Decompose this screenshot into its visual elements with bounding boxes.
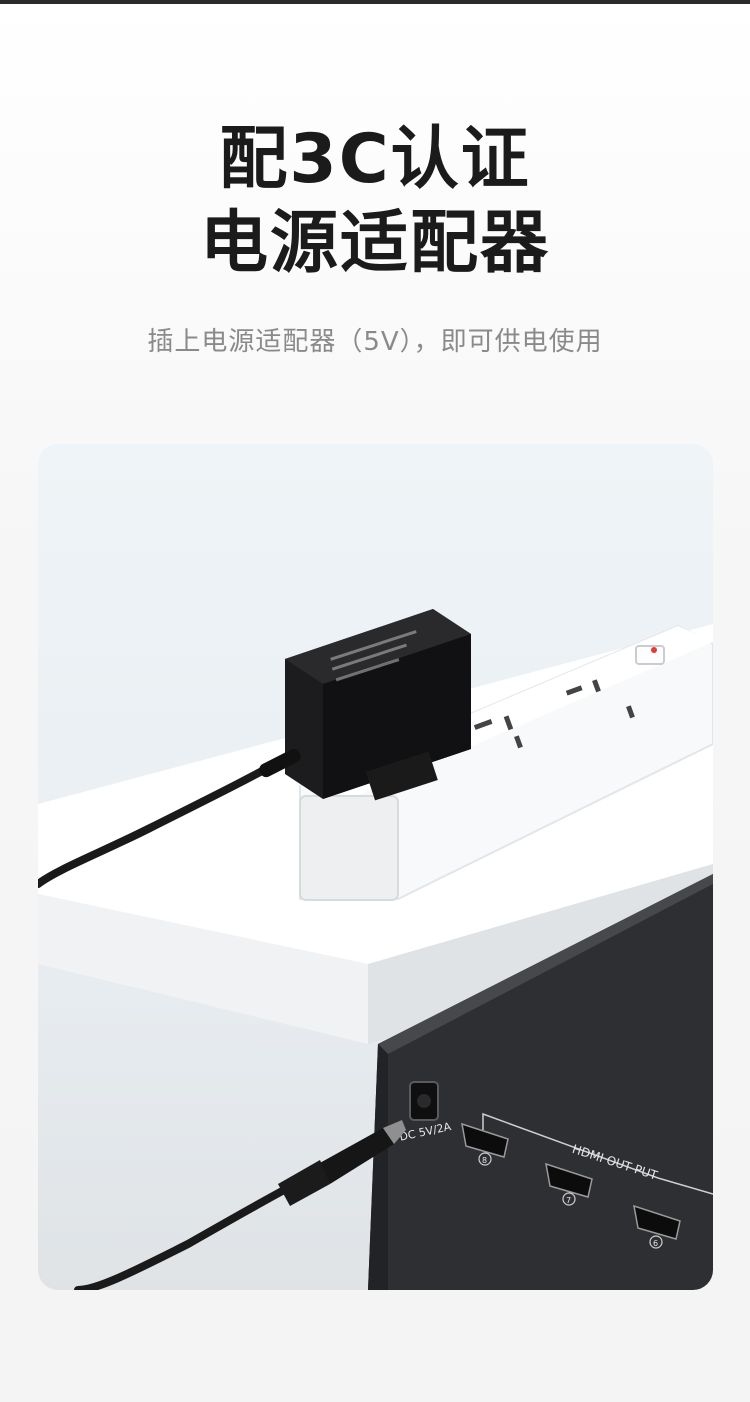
switch-icon [635, 645, 665, 665]
hdmi-port-icon: 7 [545, 1162, 593, 1206]
power-adapter [285, 609, 471, 801]
subtitle: 插上电源适配器（5V），即可供电使用 [147, 327, 603, 357]
cable-strain-relief [259, 748, 301, 778]
pedestal-front [38, 894, 368, 1044]
port-number: 7 [566, 1196, 571, 1205]
headline: 配3C认证 电源适配器 [0, 118, 750, 286]
top-divider [0, 0, 750, 4]
pedestal-side [368, 864, 713, 1044]
hdmi-port-icon: 6 [633, 1204, 681, 1249]
headline-line-2: 电源适配器 [199, 204, 550, 283]
headline-line-1: 配3C认证 [219, 120, 531, 199]
hdmi-splitter: DC 5V/2A HDMI OUT PUT 8 7 6 [368, 874, 713, 1290]
dc-plug [278, 1120, 406, 1206]
indicator-light [651, 647, 657, 653]
hdmi-port-icon: 8 [461, 1122, 509, 1166]
port-number: 6 [653, 1239, 658, 1248]
product-photo: DC 5V/2A HDMI OUT PUT 8 7 6 [38, 444, 713, 1290]
product-illustration: DC 5V/2A HDMI OUT PUT 8 7 6 [38, 609, 713, 1290]
port-number: 8 [482, 1156, 487, 1165]
